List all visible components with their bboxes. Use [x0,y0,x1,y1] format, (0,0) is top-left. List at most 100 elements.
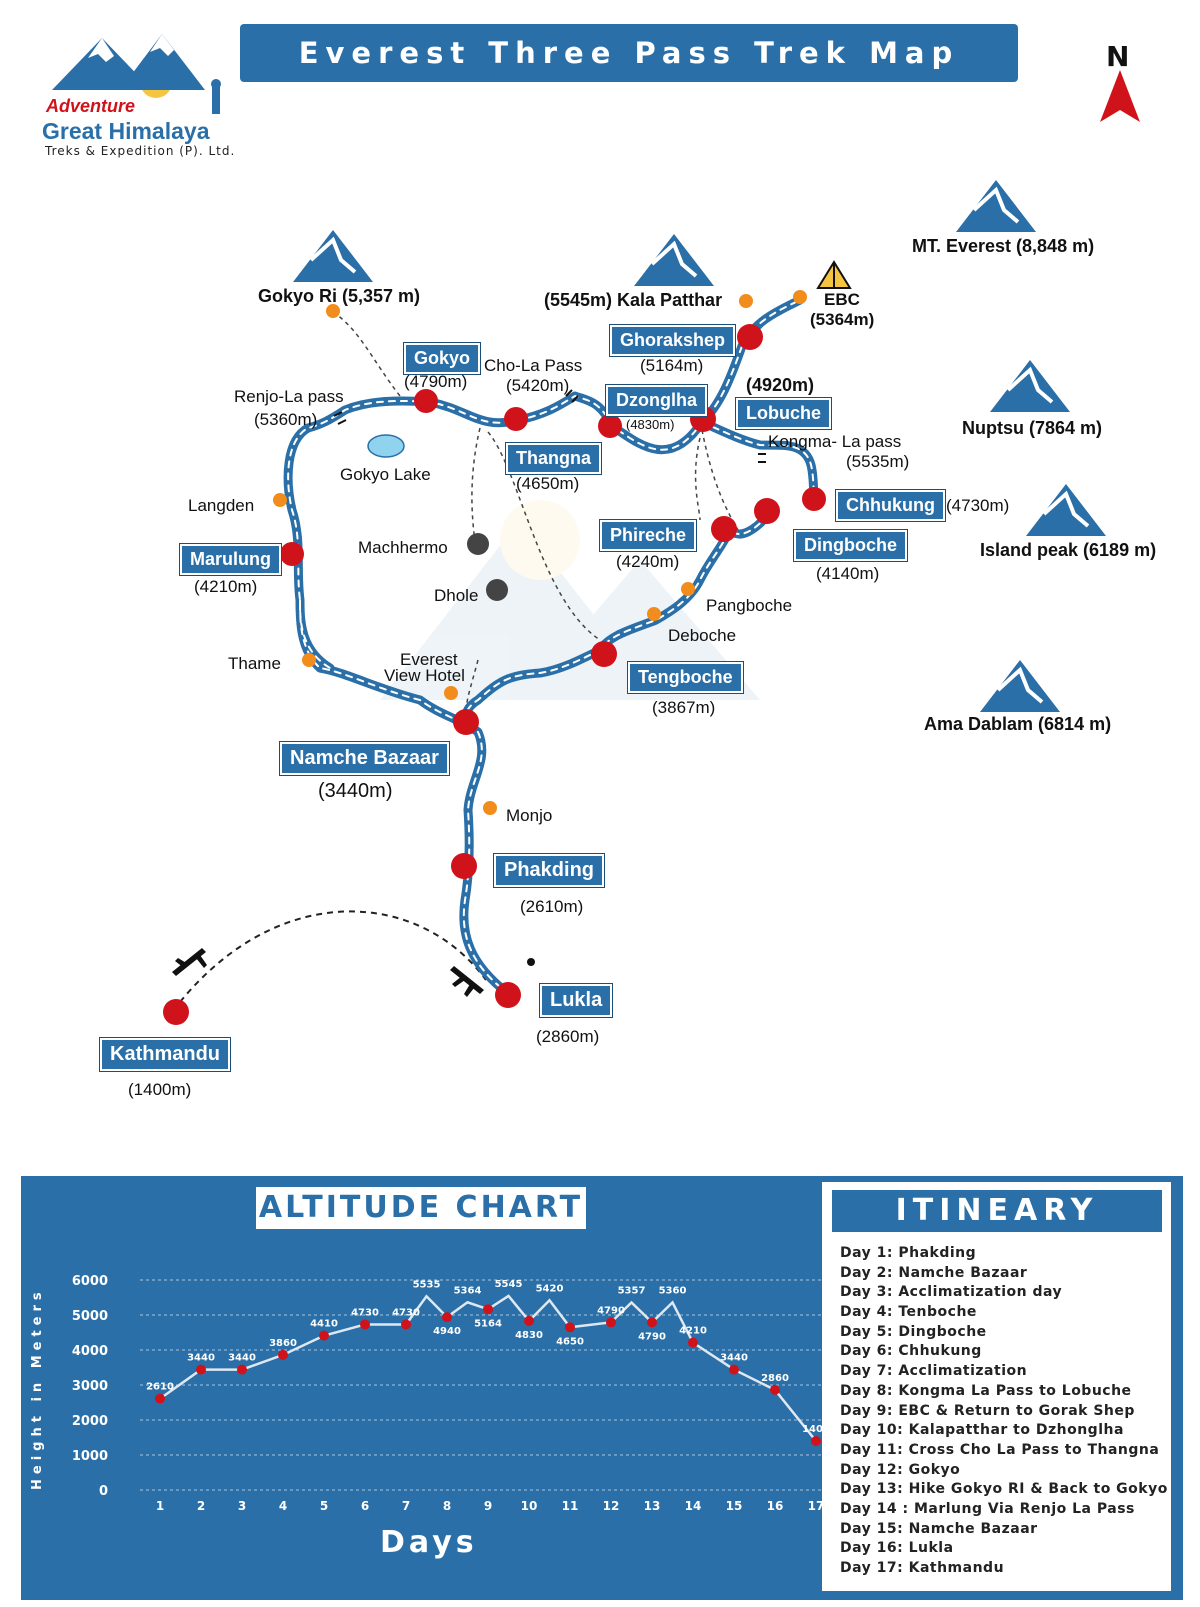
dingboche-box: Dingboche [793,529,908,562]
altitude-point [811,1436,821,1446]
namche-box: Namche Bazaar [279,741,450,776]
gokyo-ri-label: Gokyo Ri (5,357 m) [258,286,421,306]
altitude-point [647,1317,657,1328]
x-tick-label: 2 [197,1499,205,1513]
altitude-point [360,1319,370,1330]
pass-markers [333,389,766,463]
altitude-point [278,1349,288,1360]
ghorakshep-altitude: (5164m) [640,356,704,375]
y-tick-label: 4000 [72,1344,108,1359]
kongma-altitude: (5535m) [846,452,910,471]
chola-altitude: (5420m) [506,376,570,395]
altitude-point [606,1317,616,1328]
altitude-data-label: 1400 [802,1424,830,1435]
chola-label: Cho-La Pass [484,356,583,375]
nuptsu-label: Nuptsu (7864 m) [962,418,1103,438]
altitude-data-label: 3440 [187,1353,215,1364]
altitude-series-line [159,1294,817,1442]
everest-mountain-icon [956,180,1036,232]
itinerary-item: Day 6: Chhukung [840,1343,982,1360]
x-tick-label: 14 [685,1499,702,1513]
itinerary-item: Day 11: Cross Cho La Pass to Thangna [840,1441,1160,1458]
altitude-data-label: 5545 [495,1279,523,1290]
altitude-point [729,1364,739,1375]
itinerary-card [822,1182,1171,1591]
y-tick-label: 1000 [72,1449,108,1464]
altitude-data-label: 5360 [659,1285,687,1296]
altitude-data-label: 4940 [433,1326,461,1337]
kathmandu-altitude: (1400m) [128,1080,192,1099]
altitude-data-label: 4650 [556,1336,584,1347]
altitude-data-label: 3440 [720,1353,748,1364]
altitude-point [196,1364,206,1375]
logo: Adventure Great Himalaya Treks & Expedit… [40,28,250,158]
kathmandu-box: Kathmandu [99,1037,231,1072]
gokyo-lake-icon [367,434,405,458]
itinerary-item: Day 4: Tenboche [840,1304,977,1321]
kongma-label: Kongma- La pass [768,432,902,451]
itinerary-item: Day 9: EBC & Return to Gorak Shep [840,1402,1135,1419]
x-tick-label: 10 [521,1499,538,1513]
logo-line1: Adventure [46,96,136,116]
itinerary-item: Day 14 : Marlung Via Renjo La Pass [840,1500,1135,1517]
ama-dablam-mountain-icon [980,660,1060,712]
langden-label: Langden [188,496,255,515]
north-arrow-icon [1100,70,1140,122]
machhermo-label: Machhermo [358,538,448,557]
dingboche-altitude: (4140m) [816,564,880,583]
x-tick-label: 6 [361,1499,369,1513]
logo-mountains-icon [52,34,221,114]
side-stops [467,533,508,601]
altitude-data-label: 4790 [597,1305,625,1316]
itinerary-item: Day 15: Namche Bazaar [840,1520,1038,1537]
altitude-point [442,1312,452,1323]
namche-altitude: (3440m) [318,780,393,802]
marulung-altitude: (4210m) [194,577,258,596]
thangna-altitude: (4650m) [516,474,580,493]
altitude-point [401,1319,411,1330]
y-tick-label: 6000 [72,1274,108,1289]
everest-label: MT. Everest (8,848 m) [912,236,1095,256]
altitude-chart-title: ALTITUDE CHART [256,1187,586,1229]
x-tick-label: 5 [320,1499,328,1513]
gokyo-ri-mountain-icon [293,230,373,282]
altitude-data-label: 4830 [515,1330,543,1341]
logo-line3: Treks & Expedition (P). Ltd. [45,144,236,158]
logo-line2: Great Himalaya [42,118,210,144]
itinerary-item: Day 17: Kathmandu [840,1560,1005,1576]
x-tick-label: 8 [443,1499,451,1513]
tengboche-box: Tengboche [627,661,744,694]
thame-label: Thame [228,654,281,673]
ebc-altitude: (5364m) [810,310,875,329]
altitude-data-label: 4790 [638,1331,666,1342]
x-tick-label: 15 [726,1499,743,1513]
itinerary-title: ITINEARY [832,1190,1162,1232]
lukla-altitude: (2860m) [536,1027,600,1046]
x-tick-label: 7 [402,1499,410,1513]
major-stops [163,324,826,1025]
y-axis-title: Height in Meters [30,1287,45,1490]
chhukung-altitude: (4730m) [946,496,1010,515]
kala-patthar-mountain-icon [634,234,714,286]
phireche-altitude: (4240m) [616,552,680,571]
deboche-label: Deboche [668,626,737,645]
ama-dablam-label: Ama Dablam (6814 m) [924,714,1112,734]
renjo-altitude: (5360m) [254,410,318,429]
gokyo-lake-label: Gokyo Lake [340,465,431,484]
tent-icon [816,260,852,289]
itinerary-item: Day 3: Acclimatization day [840,1284,1063,1301]
x-tick-label: 17 [808,1499,825,1513]
chhukung-box: Chhukung [835,489,946,522]
x-tick-label: 16 [767,1499,784,1513]
altitude-data-label: 4730 [351,1307,379,1318]
y-tick-label: 3000 [72,1379,108,1394]
y-tick-label: 2000 [72,1414,108,1429]
dzonglha-box: Dzonglha [605,384,708,417]
dhole-label: Dhole [434,586,479,605]
x-tick-label: 13 [644,1499,661,1513]
altitude-data-label: 4410 [310,1319,338,1330]
x-tick-label: 9 [484,1499,492,1513]
altitude-data-label: 2860 [761,1373,789,1384]
